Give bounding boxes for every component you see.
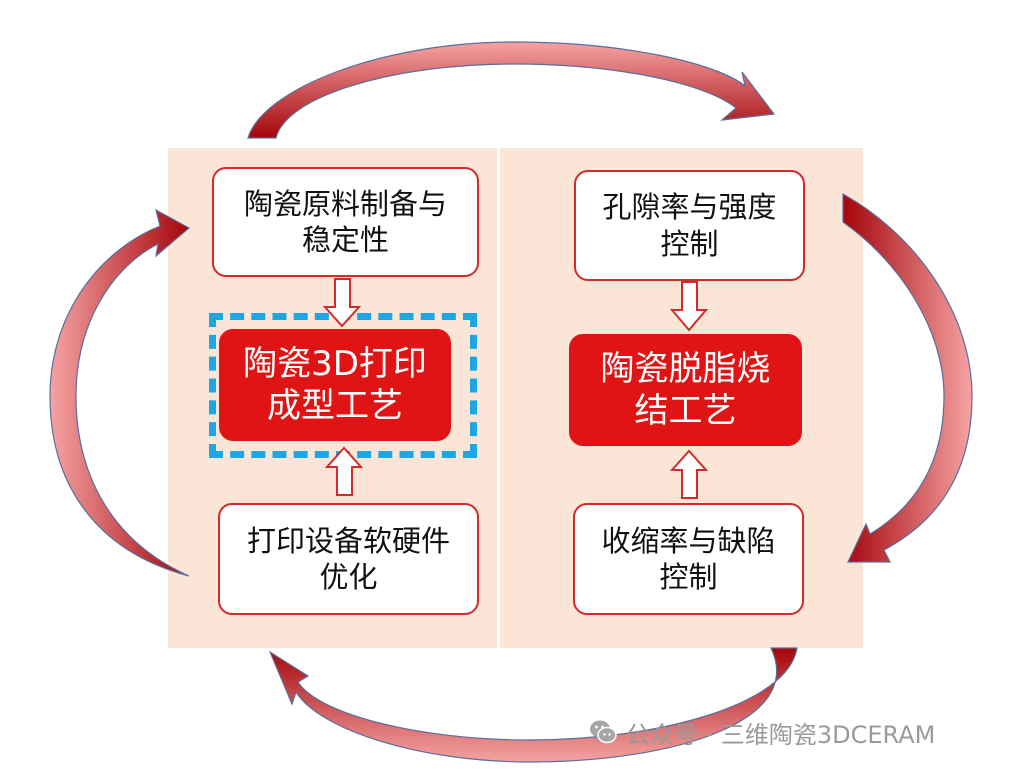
- watermark-text: 公众号 · 三维陶瓷3DCERAM: [626, 720, 936, 749]
- porosity-box: 孔隙率与强度 控制: [574, 170, 805, 281]
- curved-arrow-icon: [268, 647, 798, 763]
- curved-arrow-icon: [247, 41, 776, 139]
- shrinkage-box: 收缩率与缺陷 控制: [573, 503, 804, 615]
- sintering-box: 陶瓷脱脂烧 结工艺: [569, 334, 802, 446]
- hollow-arrow-icon: [322, 278, 362, 328]
- porosity-label: 孔隙率与强度 控制: [602, 190, 777, 261]
- sintering-label: 陶瓷脱脂烧 结工艺: [600, 348, 771, 432]
- shrinkage-label: 收缩率与缺陷 控制: [601, 523, 776, 594]
- watermark: 公众号 · 三维陶瓷3DCERAM: [588, 714, 935, 750]
- hollow-arrow-icon: [669, 281, 709, 332]
- materials-box: 陶瓷原料制备与 稳定性: [212, 167, 479, 277]
- wechat-icon: [590, 720, 617, 744]
- hollow-arrow-icon: [669, 449, 709, 499]
- curved-arrow-icon: [49, 208, 191, 577]
- printing-label: 陶瓷3D打印 成型工艺: [243, 343, 427, 427]
- printing-box: 陶瓷3D打印 成型工艺: [219, 329, 451, 441]
- equipment-box: 打印设备软硬件 优化: [218, 503, 479, 615]
- hollow-arrow-icon: [324, 446, 364, 496]
- equipment-label: 打印设备软硬件 优化: [246, 523, 450, 594]
- curved-arrow-icon: [842, 192, 973, 563]
- materials-label: 陶瓷原料制备与 稳定性: [243, 186, 447, 257]
